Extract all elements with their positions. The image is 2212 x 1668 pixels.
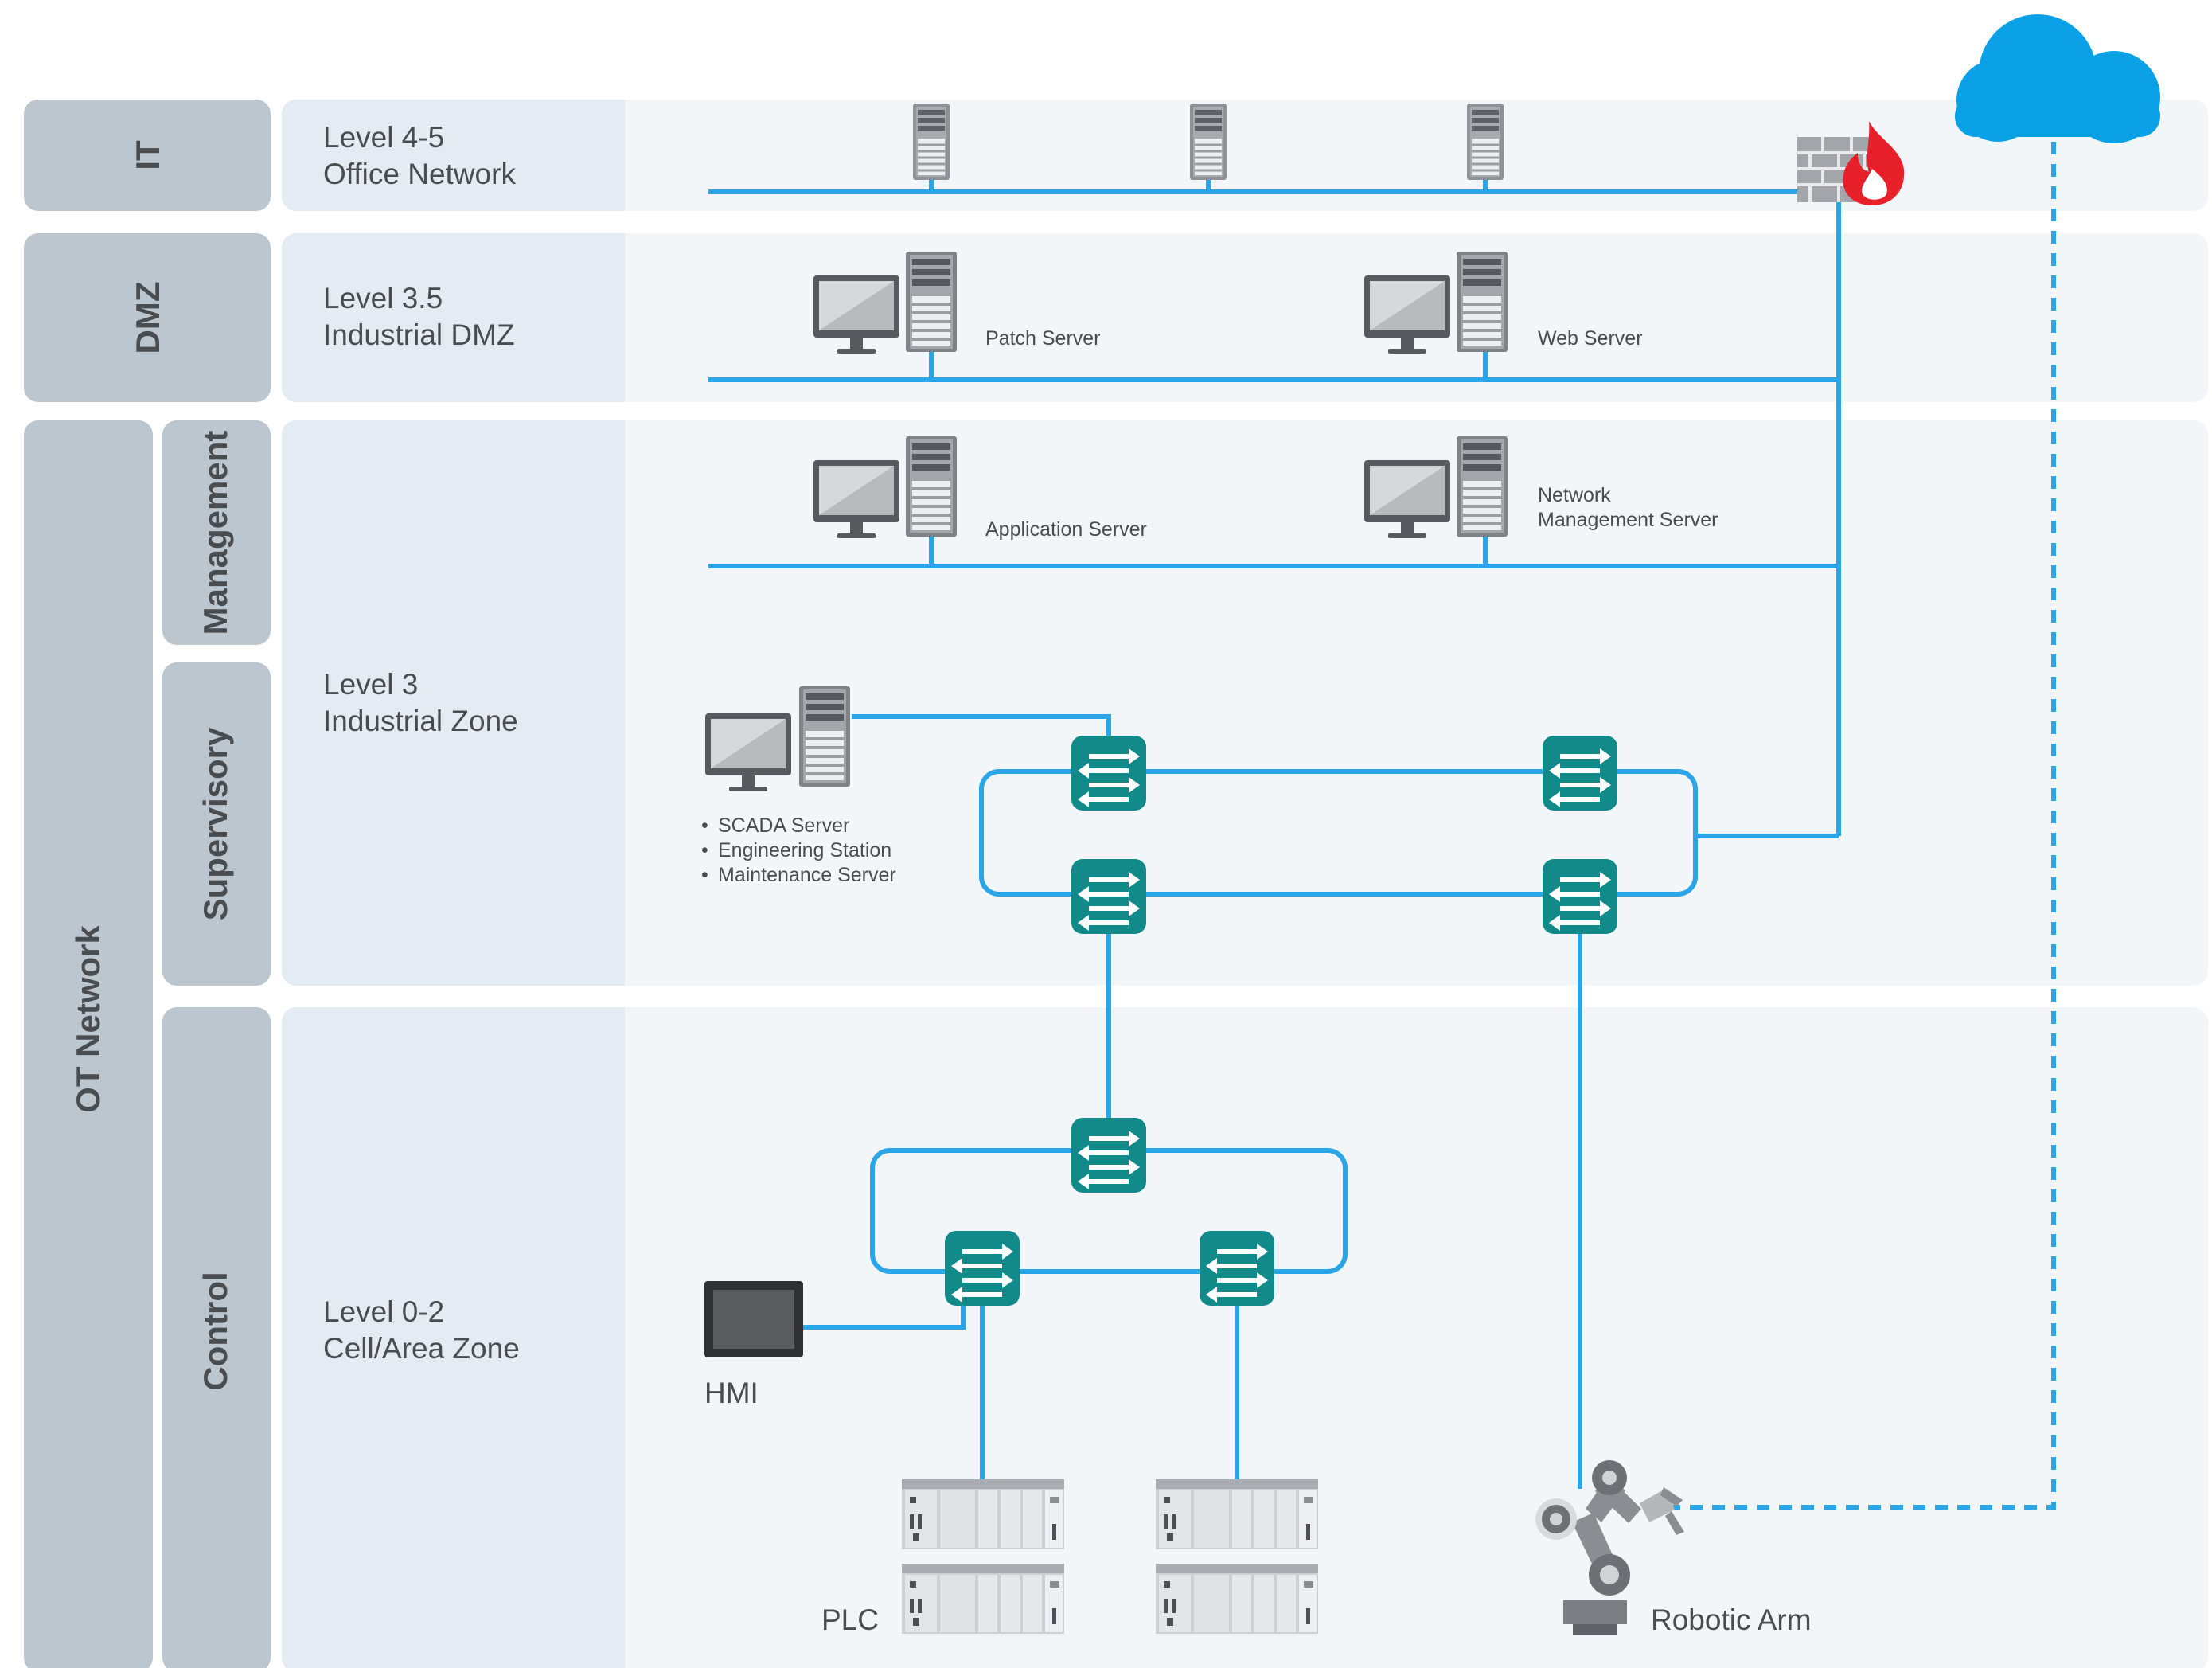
network-switch-icon <box>1071 1118 1146 1193</box>
web-server: Web Server <box>1364 250 1643 354</box>
level-band-cell-area-zone <box>282 1007 2208 1668</box>
network-switch-icon <box>1071 736 1146 811</box>
level-02-subtitle: Cell/Area Zone <box>323 1332 520 1365</box>
network-management-server-label: Network Management Server <box>1538 484 1718 531</box>
office-server-3 <box>1465 102 1505 182</box>
scada-list-bullet: • <box>701 814 708 837</box>
application-server: Application Server <box>813 435 1147 541</box>
hmi-label: HMI <box>704 1377 759 1409</box>
category-panel-it <box>24 100 271 211</box>
scada-list-item: SCADA Server <box>718 814 849 837</box>
level-02-title: Level 0-2 <box>323 1295 444 1328</box>
scada-list-item: Engineering Station <box>718 839 891 861</box>
level-45-subtitle: Office Network <box>323 158 516 190</box>
level-label-cell: Level 0-2 Cell/Area Zone <box>323 1295 520 1365</box>
web-server-label: Web Server <box>1538 327 1643 350</box>
level-35-subtitle: Industrial DMZ <box>323 318 515 351</box>
level-3-subtitle: Industrial Zone <box>323 705 518 737</box>
level-band-industrial-zone <box>282 420 2208 986</box>
level-35-title: Level 3.5 <box>323 282 443 314</box>
nms-label-line2: Management Server <box>1538 509 1718 531</box>
network-switch-icon <box>1200 1231 1274 1306</box>
scada-workstation: • SCADA Server • Engineering Station • M… <box>701 685 897 886</box>
robotic-arm-label: Robotic Arm <box>1651 1604 1812 1636</box>
firewall-icon <box>1797 121 1905 205</box>
level-label-dmz: Level 3.5 Industrial DMZ <box>323 282 515 351</box>
category-panel-dmz <box>24 233 271 402</box>
category-label-dmz: DMZ <box>129 282 166 354</box>
category-panel-supervisory <box>162 662 271 986</box>
category-label-control: Control <box>197 1272 234 1390</box>
plc-label: PLC <box>821 1604 879 1636</box>
scada-list-bullet: • <box>701 839 708 861</box>
application-server-label: Application Server <box>985 518 1147 541</box>
patch-server: Patch Server <box>813 250 1101 354</box>
level-band-office-network <box>282 100 2208 211</box>
office-server-2 <box>1188 102 1228 182</box>
hmi-panel-icon <box>704 1281 803 1357</box>
cloud-icon <box>1955 14 2160 143</box>
scada-list: • SCADA Server • Engineering Station • M… <box>701 814 897 886</box>
scada-list-item: Maintenance Server <box>718 864 896 886</box>
network-switch-icon <box>1543 736 1617 811</box>
level-label-office: Level 4-5 Office Network <box>323 121 516 190</box>
nms-label-line1: Network <box>1538 484 1611 506</box>
category-panel-control <box>162 1007 271 1668</box>
network-switch-icon <box>945 1231 1020 1306</box>
level-45-title: Level 4-5 <box>323 121 444 154</box>
category-label-it: IT <box>129 140 166 170</box>
patch-server-label: Patch Server <box>985 327 1101 350</box>
category-label-management: Management <box>197 431 234 635</box>
network-management-server: Network Management Server <box>1364 435 1718 538</box>
category-panel-management <box>162 420 271 645</box>
level-label-industrial: Level 3 Industrial Zone <box>323 668 518 737</box>
network-switch-icon <box>1543 859 1617 934</box>
category-panel-ot <box>24 420 153 1668</box>
category-label-supervisory: Supervisory <box>197 727 234 920</box>
network-switch-icon <box>1071 859 1146 934</box>
scada-list-bullet: • <box>701 864 708 886</box>
level-band-industrial-dmz <box>282 233 2208 402</box>
office-server-1 <box>911 102 951 182</box>
category-label-ot: OT Network <box>69 925 107 1113</box>
robotic-arm-icon <box>1535 1460 1684 1635</box>
level-3-title: Level 3 <box>323 668 418 701</box>
